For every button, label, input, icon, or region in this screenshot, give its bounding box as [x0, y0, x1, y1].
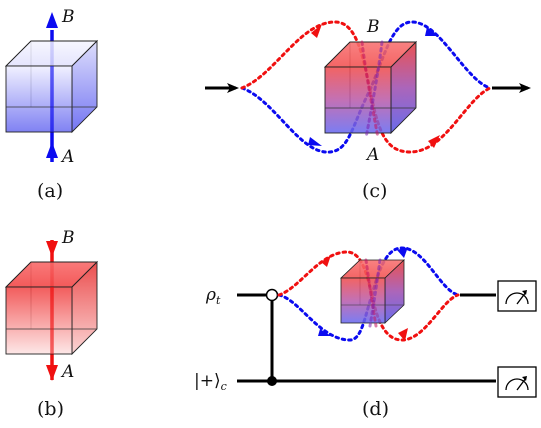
arrow-c-red-left [428, 135, 440, 148]
panel-d: ρt |+⟩c (d) [194, 246, 537, 420]
arrow-c-blue-down [308, 137, 322, 146]
label-b-bottom: A [60, 362, 74, 382]
cube-c-front [324, 66, 392, 134]
arrow-d-red-up [321, 255, 331, 267]
caption-d: (d) [362, 398, 389, 420]
arrow-d-blue-down [318, 329, 331, 336]
caption-a: (a) [37, 180, 63, 202]
label-b-top: B [61, 228, 75, 248]
panel-a: B A (a) [4, 7, 99, 202]
arrow-a-top [46, 12, 58, 28]
label-a-top: B [61, 7, 75, 27]
arrow-d-blue-right [397, 247, 408, 258]
cube-d-front [340, 277, 386, 324]
input-control-label: |+⟩c [194, 371, 227, 393]
arrow-c-red-up [311, 24, 322, 38]
panel-b: B A (b) [4, 228, 99, 420]
caption-b: (b) [37, 398, 64, 420]
measurement-meter-icon [497, 366, 537, 398]
inner-paths-d [364, 258, 382, 328]
arrow-b-bottom [46, 365, 58, 381]
arrow-c-blue-right [425, 27, 439, 36]
label-a-bottom: A [60, 147, 74, 167]
inner-paths-c [360, 40, 384, 140]
panel-c: B A (c) [205, 17, 531, 202]
arrow-b-top [46, 241, 58, 257]
arrow-a-bottom [46, 142, 58, 158]
control-dot [267, 376, 277, 386]
measurement-meter-icon [497, 280, 537, 312]
cube-a-front [5, 65, 73, 133]
label-c-bottom: A [365, 145, 379, 165]
caption-c: (c) [362, 180, 387, 202]
input-target-label: ρt [205, 285, 221, 307]
open-control-node [265, 288, 279, 302]
label-c-top: B [366, 17, 380, 37]
arrow-d-red-left [398, 328, 408, 341]
cube-b-front [5, 286, 73, 355]
